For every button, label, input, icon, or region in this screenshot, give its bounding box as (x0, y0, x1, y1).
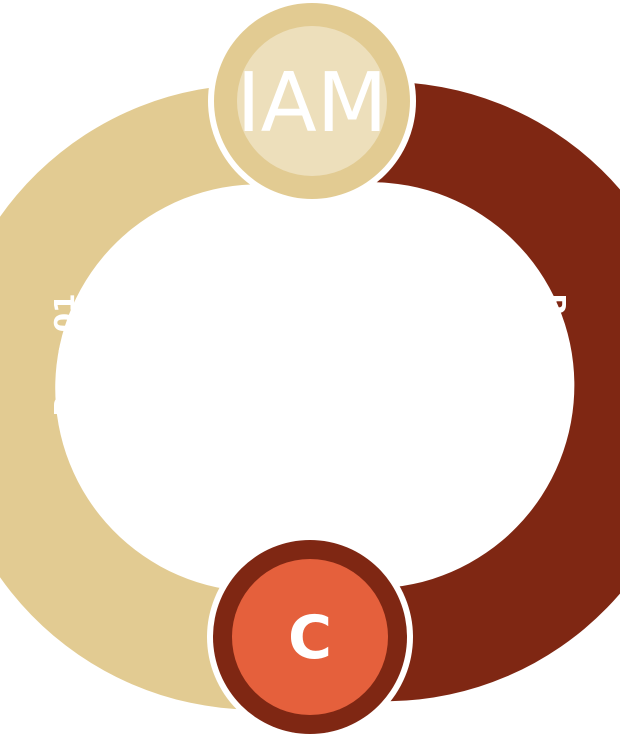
step-1-arc (0, 84, 262, 710)
step-2-label: Paso 02 (539, 293, 572, 416)
top-node-inner (237, 26, 387, 176)
bottom-node-label: C (288, 603, 332, 673)
top-node-label: IAM (236, 56, 387, 151)
step-2-arc (368, 81, 620, 702)
bottom-node-inner (232, 559, 388, 715)
step-1-label: Paso 01 (48, 293, 81, 416)
